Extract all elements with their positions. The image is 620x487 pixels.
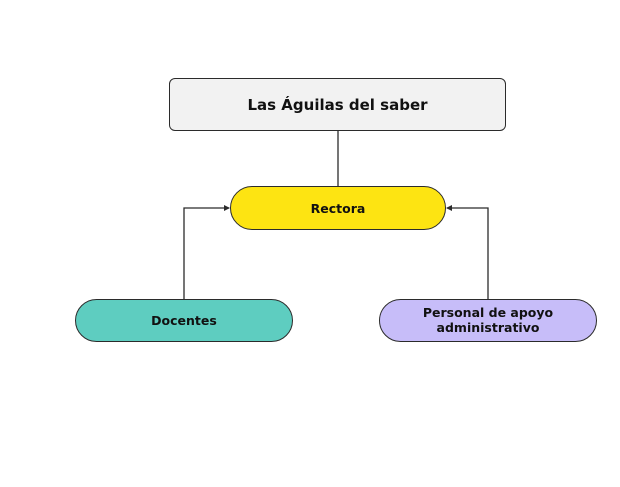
node-rectora: Rectora (230, 186, 446, 230)
node-docentes: Docentes (75, 299, 293, 342)
edge-docentes-rectora (183, 205, 230, 299)
node-label: Rectora (310, 200, 366, 216)
node-las-aguilas-del-saber: Las Águilas del saber (169, 78, 506, 131)
node-label: Personal de apoyo administrativo (422, 305, 554, 335)
node-personal-de-apoyo: Personal de apoyo administrativo (379, 299, 597, 342)
node-label: Docentes (151, 313, 217, 328)
node-label: Las Águilas del saber (247, 95, 428, 114)
edge-personal-rectora (446, 205, 489, 299)
